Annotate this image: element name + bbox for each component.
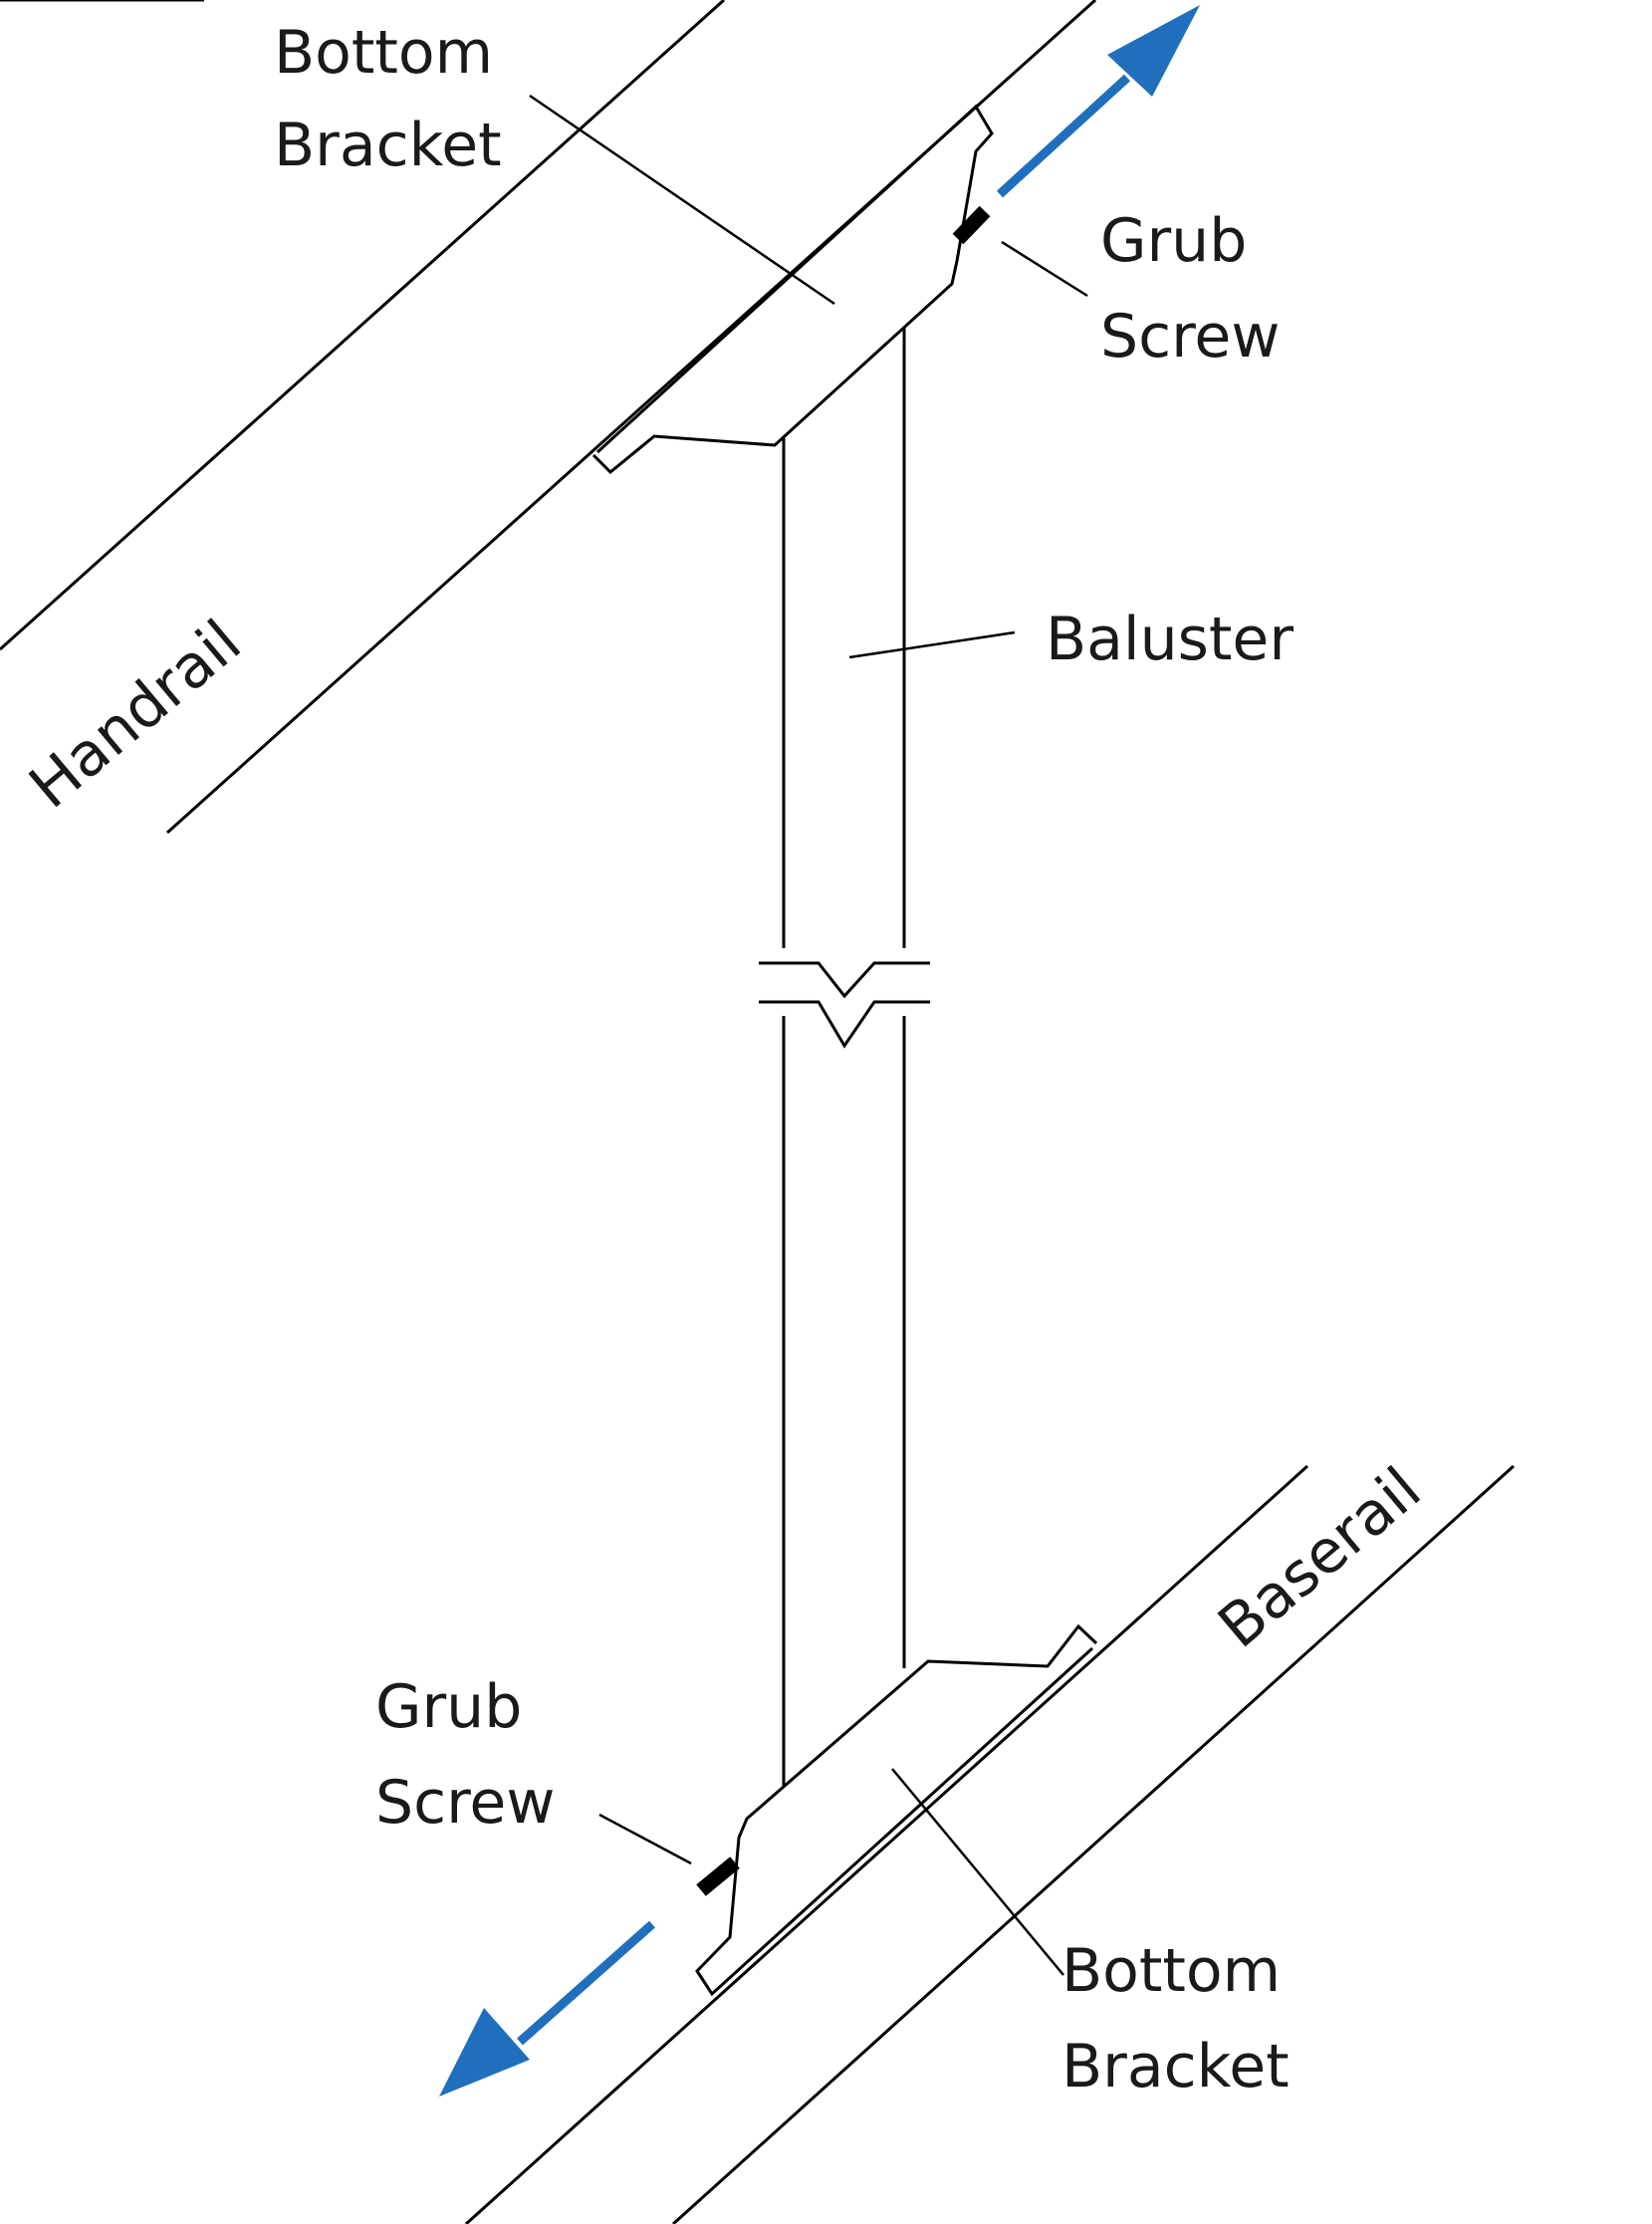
- bottom-bracket-leader: [891, 1768, 1064, 1976]
- baserail-lower-edge: [671, 1464, 1516, 2224]
- baserail-upper-edge: [464, 1464, 1309, 2224]
- bottom-grub-screw-label-line1: Grub: [375, 1672, 522, 1742]
- top-bracket: [591, 104, 994, 475]
- upward-arrow-shaft: [996, 74, 1131, 198]
- downward-arrow: [439, 1920, 655, 2097]
- break-top-line: [759, 961, 930, 999]
- bottom-bracket-label-line1: Bottom: [1062, 1936, 1281, 2006]
- top-bracket-leader: [529, 94, 835, 306]
- handrail-label: Handrail: [17, 607, 255, 822]
- upward-arrow: [996, 5, 1200, 198]
- break-symbol: [759, 961, 930, 1049]
- top-grub-screw: [952, 205, 991, 245]
- baserail: [464, 1464, 1516, 2224]
- upward-arrow-head: [1107, 5, 1200, 97]
- top-bracket-label-line1: Bottom: [274, 18, 493, 88]
- break-bottom-line: [759, 1000, 930, 1049]
- bottom-bracket-outline: [695, 1623, 1098, 1997]
- bottom-bracket: [695, 1623, 1098, 1997]
- top-grub-screw-label-line2: Screw: [1100, 302, 1280, 371]
- bottom-bracket-label-line2: Bracket: [1062, 2032, 1290, 2101]
- downward-arrow-head: [439, 2008, 530, 2097]
- baluster-leader: [848, 630, 1016, 659]
- bottom-grub-screw-label-line2: Screw: [375, 1768, 555, 1838]
- top-bracket-label-line2: Bracket: [274, 111, 502, 180]
- top-bracket-outline: [591, 104, 994, 475]
- downward-arrow-shaft: [517, 1920, 655, 2046]
- baserail-label: Baserail: [1206, 1454, 1435, 1661]
- top-grub-screw-label-line1: Grub: [1100, 206, 1247, 276]
- handrail-upper-edge: [0, 0, 726, 651]
- bottom-grub-leader: [598, 1813, 692, 1865]
- baluster: [782, 327, 906, 1786]
- bottom-grub-screw: [696, 1856, 740, 1896]
- baluster-label: Baluster: [1046, 605, 1294, 674]
- top-grub-leader: [1001, 240, 1088, 298]
- leader-lines: [529, 94, 1088, 1976]
